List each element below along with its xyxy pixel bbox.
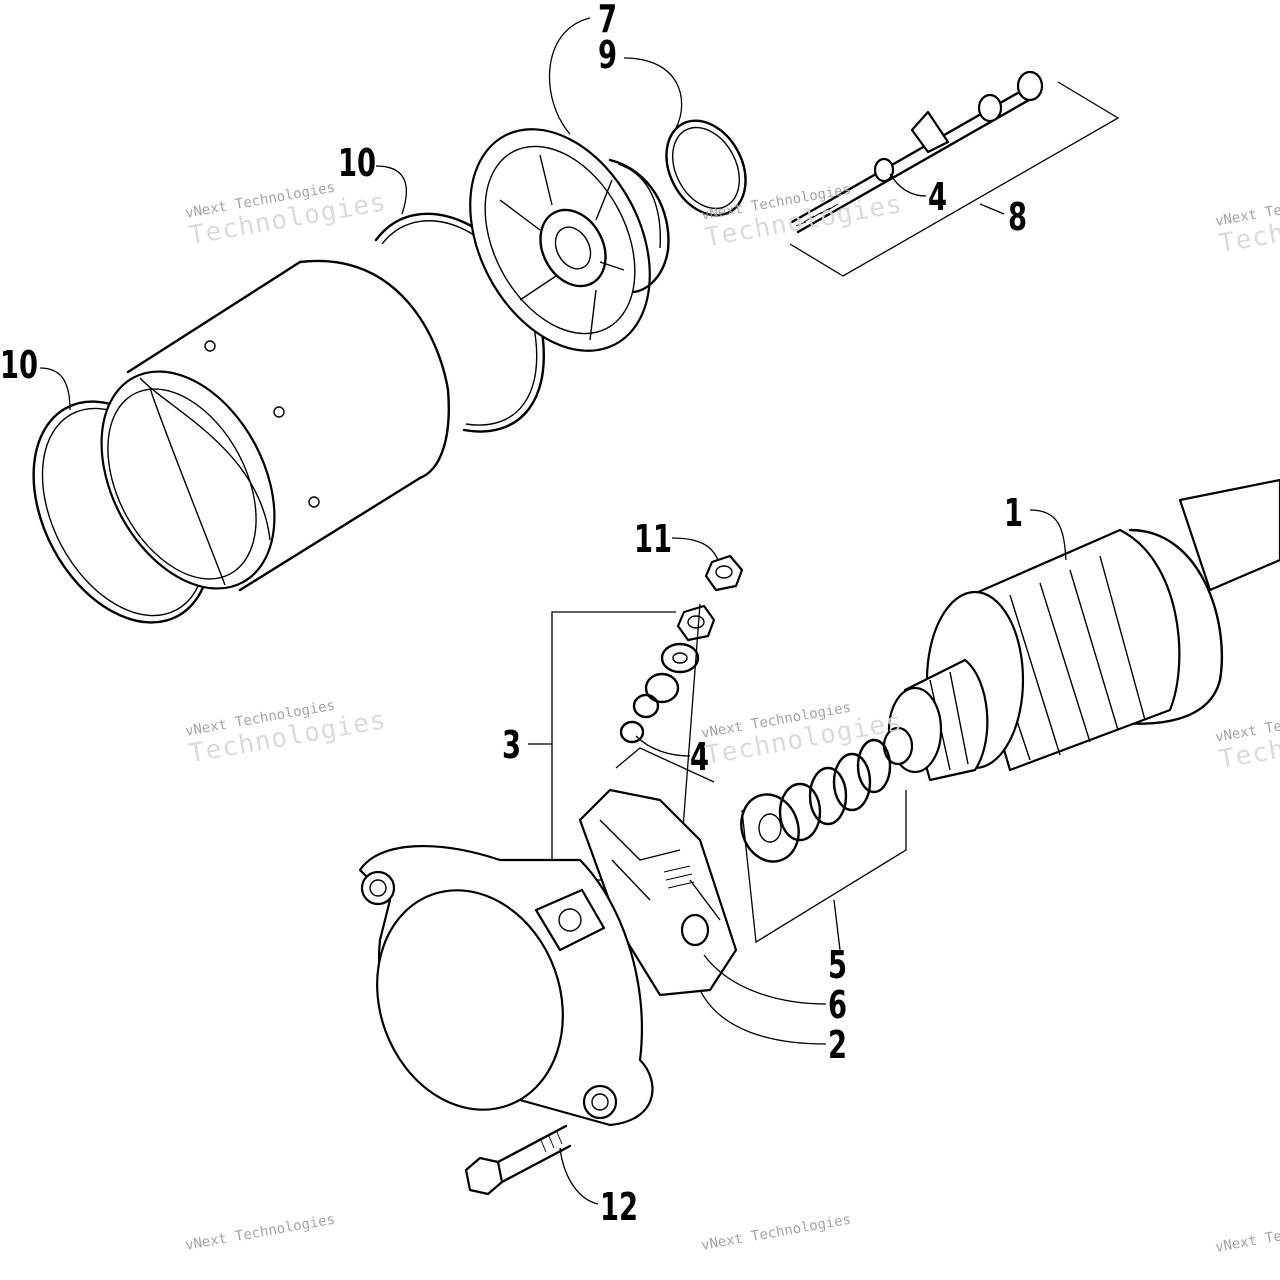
bracket-8 [789, 81, 1120, 277]
callout-3: 3 [502, 723, 522, 767]
leader-7 [548, 17, 591, 135]
through-bolt [790, 70, 1044, 234]
callout-6: 6 [828, 983, 848, 1027]
end-cap [469, 128, 670, 352]
drive-end-housing [358, 788, 738, 1127]
cap-o-ring [665, 119, 747, 217]
leader-8 [979, 203, 1005, 215]
leader-6 [703, 954, 827, 1005]
mounting-bolt [464, 1124, 572, 1196]
callout-4-top: 4 [928, 175, 948, 219]
callout-7: 7 [598, 0, 618, 41]
callout-9: 9 [598, 33, 618, 77]
bracket-5 [741, 790, 907, 944]
leader-9 [623, 57, 683, 129]
spring-washer-set [740, 738, 892, 863]
callout-11: 11 [634, 517, 673, 561]
leader-10a [39, 367, 71, 411]
callout-8: 8 [1008, 195, 1028, 239]
callout-10-left: 10 [0, 343, 39, 387]
callout-12: 12 [600, 1185, 639, 1229]
leader-11 [671, 537, 719, 561]
leader-10b [375, 165, 407, 215]
leader-1 [1029, 509, 1067, 561]
bracket-4b [615, 747, 715, 783]
leader-5 [833, 899, 841, 951]
callout-4-mid: 4 [690, 735, 710, 779]
callout-1: 1 [1004, 491, 1024, 535]
motor-housing [100, 259, 450, 592]
armature [882, 478, 1280, 782]
callout-2: 2 [828, 1023, 848, 1067]
callout-5: 5 [828, 943, 848, 987]
callout-10-right: 10 [338, 141, 377, 185]
leader-4b [635, 735, 691, 757]
leader-2 [699, 989, 827, 1045]
leader-12 [559, 1147, 599, 1205]
leader-4a [889, 173, 927, 197]
